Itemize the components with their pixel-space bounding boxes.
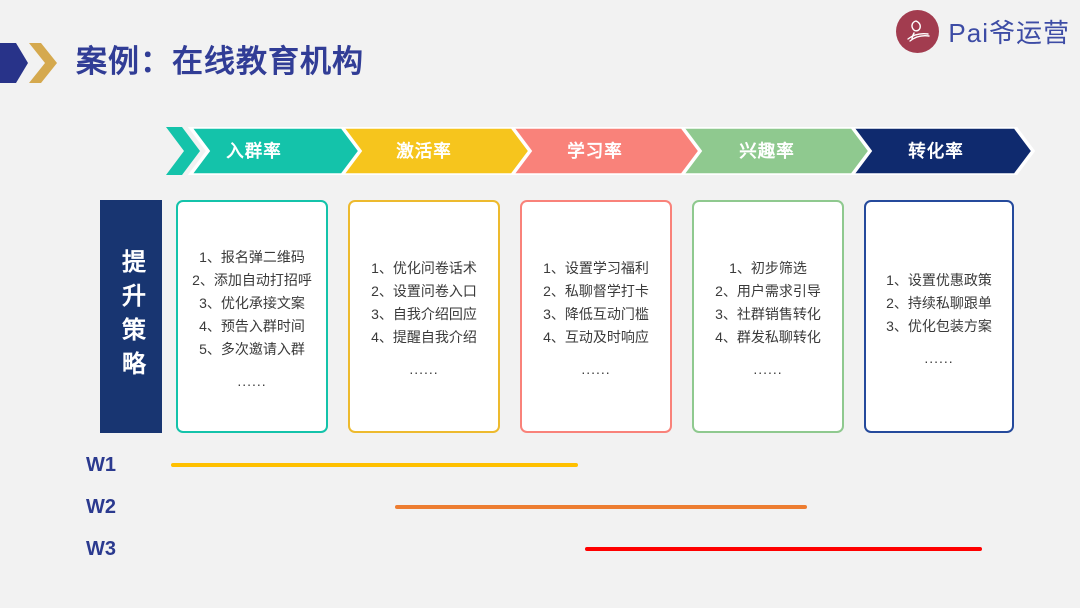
stage-box-item: 4、预告入群时间 bbox=[199, 317, 305, 334]
stage-box-item: 2、添加自动打招呼 bbox=[192, 271, 312, 288]
funnel-stage-label: 激活率 bbox=[396, 141, 452, 161]
timeline-line-w2 bbox=[395, 505, 807, 509]
stage-box-item: 4、群发私聊转化 bbox=[715, 329, 821, 345]
stage-box-more: ...... bbox=[753, 361, 783, 377]
stage-box-item: 1、设置优惠政策 bbox=[886, 271, 992, 288]
stage-box-item: 2、用户需求引导 bbox=[715, 283, 821, 299]
funnel-banner: 入群率 激活率 学习率 兴趣率 转化率 bbox=[166, 127, 1036, 175]
timeline-row-w3: W3 bbox=[0, 536, 1080, 562]
stage-box-interest: 1、初步筛选 2、用户需求引导 3、社群销售转化 4、群发私聊转化 ...... bbox=[692, 200, 844, 433]
stage-box-item: 1、优化问卷话术 bbox=[371, 260, 477, 276]
funnel-stage-label: 入群率 bbox=[226, 141, 282, 161]
stage-box-join: 1、报名弹二维码 2、添加自动打招呼 3、优化承接文案 4、预告入群时间 5、多… bbox=[176, 200, 328, 433]
stage-box-item: 3、优化承接文案 bbox=[199, 294, 305, 311]
stage-box-item: 2、持续私聊跟单 bbox=[886, 294, 992, 311]
stage-box-more: ...... bbox=[924, 349, 954, 366]
stage-box-item: 1、初步筛选 bbox=[729, 260, 807, 276]
stage-box-item: 5、多次邀请入群 bbox=[199, 340, 305, 357]
funnel-stage-arrow-join bbox=[187, 127, 363, 175]
funnel-stage-label: 兴趣率 bbox=[739, 141, 795, 161]
timeline-row-w1: W1 bbox=[0, 452, 1080, 478]
stage-box-item: 4、互动及时响应 bbox=[543, 329, 649, 345]
title-marker-gold-icon bbox=[29, 43, 57, 83]
stage-box-activation: 1、优化问卷话术 2、设置问卷入口 3、自我介绍回应 4、提醒自我介绍 ....… bbox=[348, 200, 500, 433]
stage-box-item: 3、优化包装方案 bbox=[886, 317, 992, 334]
timeline-line-w3 bbox=[585, 547, 982, 551]
stage-box-item: 3、降低互动门槛 bbox=[543, 306, 649, 322]
funnel-lead-chevron-icon bbox=[166, 127, 200, 175]
timeline-label: W2 bbox=[86, 496, 116, 518]
page-title: 案例：在线教育机构 bbox=[76, 44, 364, 79]
stage-box-item: 3、社群销售转化 bbox=[715, 306, 821, 322]
stage-box-conversion: 1、设置优惠政策 2、持续私聊跟单 3、优化包装方案 ...... bbox=[864, 200, 1014, 433]
stage-box-item: 1、报名弹二维码 bbox=[199, 248, 305, 265]
logo-icon bbox=[896, 9, 940, 53]
stage-box-more: ...... bbox=[409, 361, 439, 377]
timeline-label: W1 bbox=[86, 454, 116, 476]
stage-box-item: 4、提醒自我介绍 bbox=[371, 329, 477, 345]
stage-box-learning: 1、设置学习福利 2、私聊督学打卡 3、降低互动门槛 4、互动及时响应 ....… bbox=[520, 200, 672, 433]
logo-text: Pai爷运营 bbox=[948, 17, 1070, 48]
funnel-stage-label: 学习率 bbox=[567, 141, 623, 161]
timeline-line-w1 bbox=[171, 463, 578, 467]
stage-box-item: 1、设置学习福利 bbox=[543, 260, 649, 276]
stage-box-item: 2、私聊督学打卡 bbox=[543, 283, 649, 299]
funnel-stage-label: 转化率 bbox=[908, 141, 964, 161]
stage-box-more: ...... bbox=[237, 372, 267, 389]
title-marker bbox=[0, 43, 57, 83]
strategy-bar: 提升策略 bbox=[100, 200, 162, 433]
timeline-row-w2: W2 bbox=[0, 494, 1080, 520]
logo-badge: Pai爷运营 bbox=[896, 8, 1070, 54]
stage-box-item: 3、自我介绍回应 bbox=[371, 306, 477, 322]
title-marker-blue-icon bbox=[0, 43, 28, 83]
stage-box-more: ...... bbox=[581, 361, 611, 377]
timeline-label: W3 bbox=[86, 538, 116, 560]
stage-box-item: 2、设置问卷入口 bbox=[371, 283, 477, 299]
strategy-bar-label: 提升策略 bbox=[117, 248, 145, 385]
